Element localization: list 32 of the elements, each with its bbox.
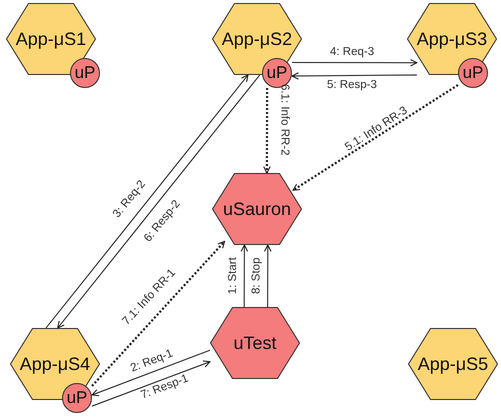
node-label: uP xyxy=(66,388,88,408)
arrow xyxy=(291,72,418,80)
hexagon-node xyxy=(210,307,300,379)
arrow xyxy=(91,350,210,396)
arrow xyxy=(92,360,211,407)
edge-label: 2: Req-1 xyxy=(129,348,175,375)
circle-node xyxy=(62,383,92,413)
hexagon-node xyxy=(408,328,498,400)
node-label: uTest xyxy=(233,332,277,354)
arrow xyxy=(240,244,248,308)
node-label: uP xyxy=(462,63,484,83)
dotted-arrow xyxy=(263,88,271,174)
edge-label: 4: Req-3 xyxy=(330,47,374,58)
node-label: App-μS2 xyxy=(222,28,292,50)
edge-label: 1: Start xyxy=(227,257,239,294)
edge-label: 8: Stop xyxy=(251,258,263,294)
arrow xyxy=(292,59,418,66)
dotted-arrow xyxy=(292,84,459,192)
node-label: App-μS3 xyxy=(416,28,488,50)
arrow xyxy=(264,244,272,308)
dotted-arrow xyxy=(91,240,226,387)
hexagon-node xyxy=(212,173,302,245)
node-label: App-μS1 xyxy=(16,28,86,50)
circle-node xyxy=(70,58,100,88)
node-label: App-μS5 xyxy=(418,354,488,374)
node-label: uSauron xyxy=(222,198,292,220)
edge-label: 5: Resp-3 xyxy=(327,80,377,92)
edge-label: 7: Resp-1 xyxy=(140,373,190,402)
node-label: App-μS4 xyxy=(20,354,90,374)
node-label: uP xyxy=(74,63,96,83)
circle-node xyxy=(458,58,488,88)
node-label: uP xyxy=(266,63,288,83)
